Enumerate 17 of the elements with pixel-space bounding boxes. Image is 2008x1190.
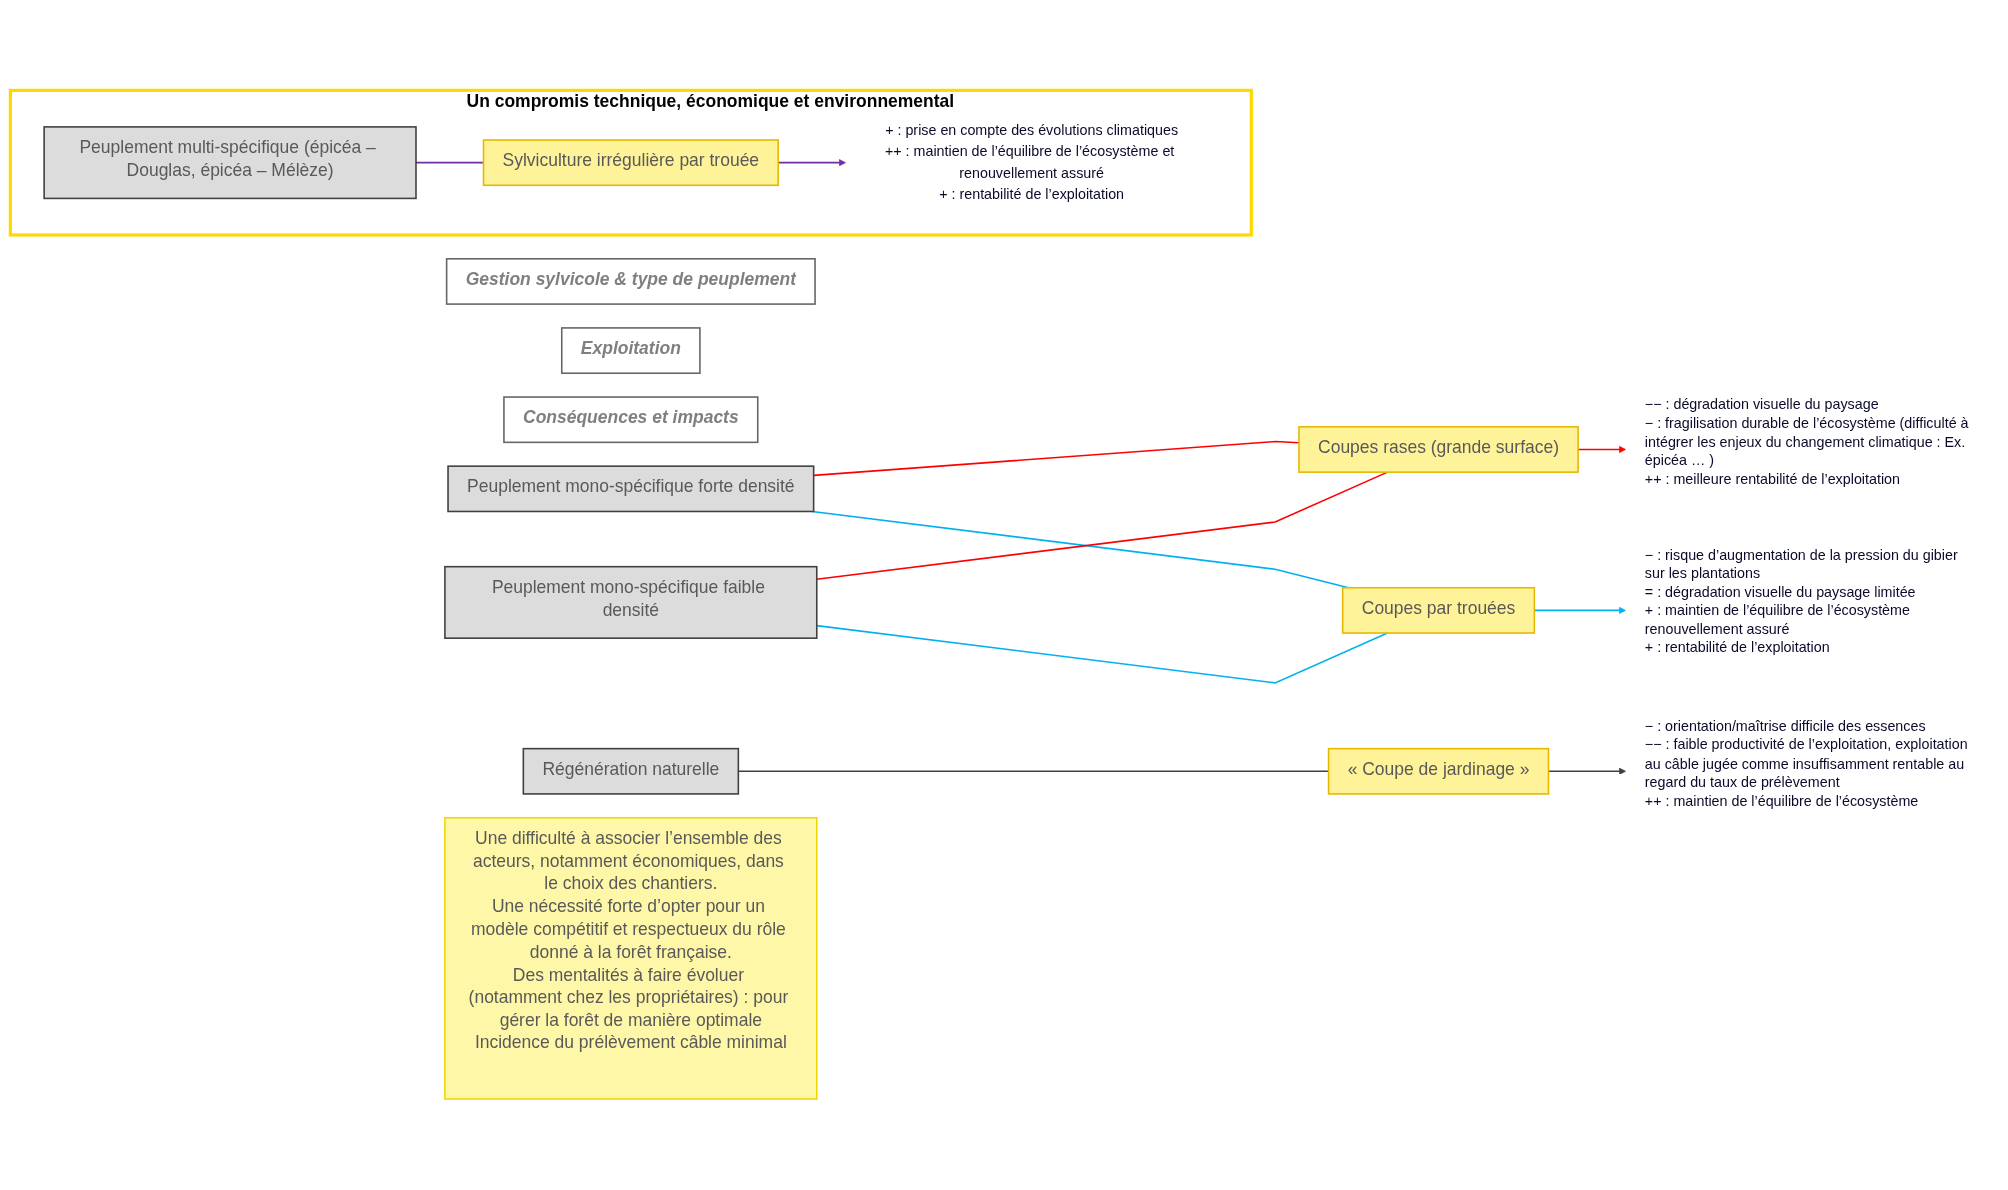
node-box: Coupes par trouées	[1341, 587, 1536, 635]
node-box: Exploitation	[560, 327, 701, 375]
node-box: Une difficulté à associer l’ensemble des acteurs, notamment économiques, dans le choix des chantiers. Une nécessité forte d’opter pour un modèle compétitif et respectueux du rôle donné à la forêt française. Des mentalités à faire évoluer (notamment chez les propriétaires) : pour gérer la forêt de manière optimale Incidence du prélèvement câble minimal	[444, 817, 818, 1101]
node-box: Peuplement multi-spécifique (épicéa – Douglas, épicéa – Mélèze)	[43, 126, 417, 200]
node-box: Gestion sylvicole & type de peuplement	[445, 258, 816, 306]
node-box: Peuplement mono-spécifique faible densité	[444, 566, 818, 640]
node-box: Régénération naturelle	[522, 748, 740, 795]
node-text: −− : dégradation visuelle du paysage − : fragilisation durable de l’écosystème (difficulté à intégrer les enjeux du changement climatique : Ex. épicéa … ) ++ : meilleure rentabilité de l’exploitation	[1644, 396, 1969, 488]
node-box: Coupes rases (grande surface)	[1298, 426, 1579, 474]
node-box: Conséquences et impacts	[503, 396, 759, 444]
connector	[811, 510, 1350, 589]
node-box: Sylviculture irrégulière par trouée	[482, 139, 779, 187]
node-box: « Coupe de jardinage »	[1327, 748, 1550, 795]
node-text: + : prise en compte des évolutions climatiques ++ : maintien de l’équilibre de l’écosystème et renouvellement assuré + : rentabilité de l’exploitation	[884, 122, 1179, 203]
node-text: − : orientation/maîtrise difficile des essences −− : faible productivité de l’exploitation, exploitation au câble jugée comme insuffisamment rentable au regard du taux de prélèvement ++ : maintien de l’équilibre de l’écosystème	[1644, 718, 1968, 809]
node-text: − : risque d’augmentation de la pression du gibier sur les plantations = : dégradation visuelle du paysage limitée + : maintien de l’équilibre de l’écosystème renouvellement assuré + : rentabilité de l’exploitation	[1644, 547, 1958, 656]
node-box: Peuplement mono-spécifique forte densité	[447, 465, 815, 513]
